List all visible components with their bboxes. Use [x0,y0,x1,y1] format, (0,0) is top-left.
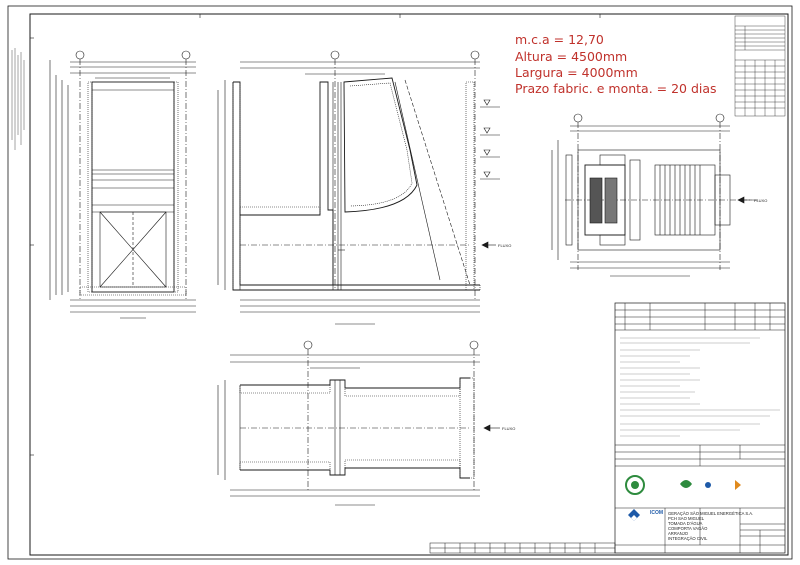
spec-altura: Altura = 4500mm [515,49,628,64]
outer-border [7,5,793,560]
flow-label-plan: FLUXO [754,198,768,203]
plan-view-gate [551,113,760,277]
flow-label-bottom: FLUXO [502,426,516,431]
left-margin-notes [11,48,25,150]
subject-line-4: INTEGRAÇÃO CIVIL [668,536,708,541]
plan-view-bottom [217,340,500,506]
client-name: GERAÇÃO SÃO MIGUEL ENERGÉTICA S.A. [668,511,754,516]
spec-largura: Largura = 4000mm [515,65,638,80]
spec-mca: m.c.a = 12,70 [515,32,604,47]
section-b-b [49,50,196,319]
subject-line-1: TOMADA D'ÁGUA [668,521,703,526]
revision-table-top [734,15,786,117]
subject-line-3: ARRANJO [668,531,689,536]
subject-line-2: COMPORTA VAGÃO [668,526,708,531]
company-logo-text: ICOM [650,510,664,516]
logos [625,475,741,521]
general-notes [620,337,780,437]
title-block [429,302,786,554]
project-name: PCH SAO MIGUEL [668,516,705,521]
section-a-a [217,50,500,325]
inner-border [29,13,789,556]
spec-prazo: Prazo fabric. e monta. = 20 dias [515,81,717,96]
flow-label-section: FLUXO [498,243,512,248]
